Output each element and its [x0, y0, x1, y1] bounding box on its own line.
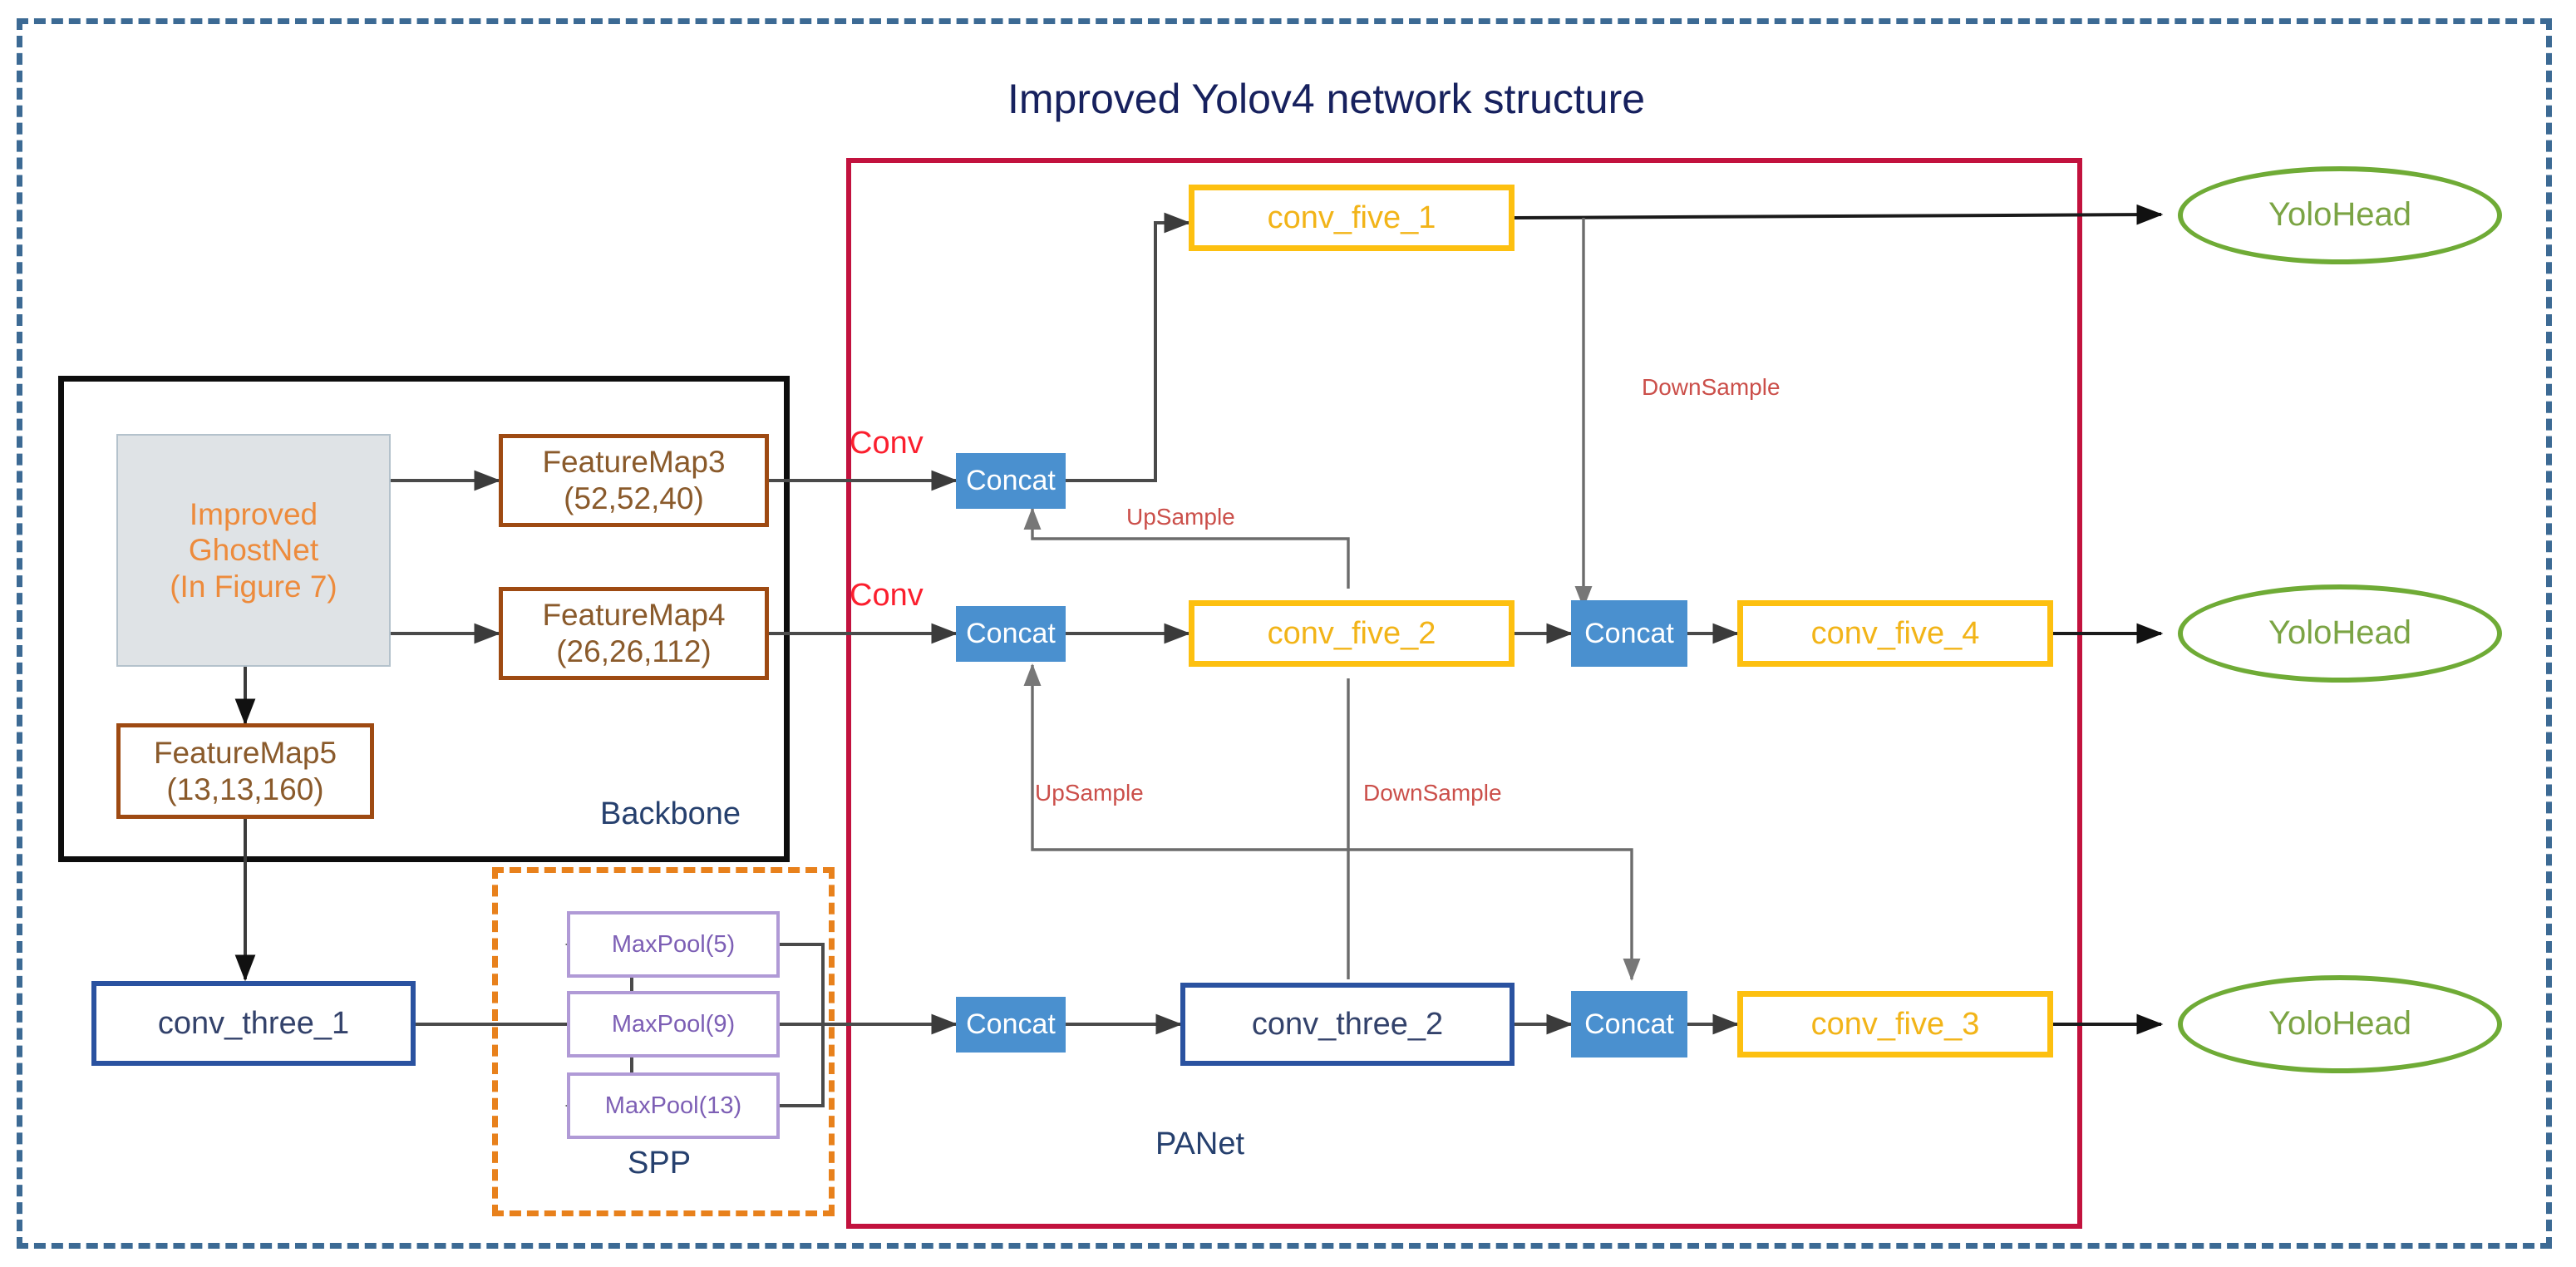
page-title: Improved Yolov4 network structure — [1007, 76, 1646, 122]
downsample-label-top: DownSample — [1642, 374, 1781, 400]
upsample-label-bottom: UpSample — [1035, 780, 1144, 806]
feature-map-3-block[interactable]: FeatureMap3 (52,52,40) — [499, 434, 769, 527]
feature-map-4-block[interactable]: FeatureMap4 (26,26,112) — [499, 587, 769, 680]
ghostnet-block[interactable]: Improved GhostNet (In Figure 7) — [116, 434, 391, 667]
spp-container — [492, 867, 835, 1216]
spp-label: SPP — [628, 1146, 692, 1181]
upsample-label-top: UpSample — [1126, 504, 1235, 530]
conv-three-2-block[interactable]: conv_three_2 — [1180, 983, 1515, 1066]
conv-label-top: Conv — [850, 426, 924, 461]
concat-downsample-bottom-block[interactable]: Concat — [1571, 991, 1687, 1057]
concat-top-block[interactable]: Concat — [956, 453, 1066, 509]
concat-downsample-mid-block[interactable]: Concat — [1571, 600, 1687, 667]
conv-label-mid: Conv — [850, 578, 924, 613]
outer-frame — [17, 18, 2552, 1249]
conv-five-3-block[interactable]: conv_five_3 — [1737, 991, 2053, 1057]
maxpool-9-block[interactable]: MaxPool(9) — [567, 991, 780, 1057]
backbone-container — [58, 376, 790, 862]
concat-mid-block[interactable]: Concat — [956, 606, 1066, 662]
maxpool-5-block[interactable]: MaxPool(5) — [567, 911, 780, 978]
conv-five-2-block[interactable]: conv_five_2 — [1189, 600, 1515, 667]
conv-five-4-block[interactable]: conv_five_4 — [1737, 600, 2053, 667]
conv-five-1-block[interactable]: conv_five_1 — [1189, 185, 1515, 251]
panet-container — [846, 158, 2082, 1229]
concat-bottom-block[interactable]: Concat — [956, 997, 1066, 1053]
downsample-label-bottom: DownSample — [1363, 780, 1502, 806]
yolohead-1[interactable]: YoloHead — [2178, 166, 2502, 264]
feature-map-5-block[interactable]: FeatureMap5 (13,13,160) — [116, 723, 374, 819]
yolohead-2[interactable]: YoloHead — [2178, 584, 2502, 683]
maxpool-13-block[interactable]: MaxPool(13) — [567, 1072, 780, 1139]
backbone-label: Backbone — [600, 796, 741, 831]
panet-label: PANet — [1155, 1126, 1245, 1161]
conv-three-1-block[interactable]: conv_three_1 — [91, 981, 416, 1066]
yolohead-3[interactable]: YoloHead — [2178, 975, 2502, 1073]
